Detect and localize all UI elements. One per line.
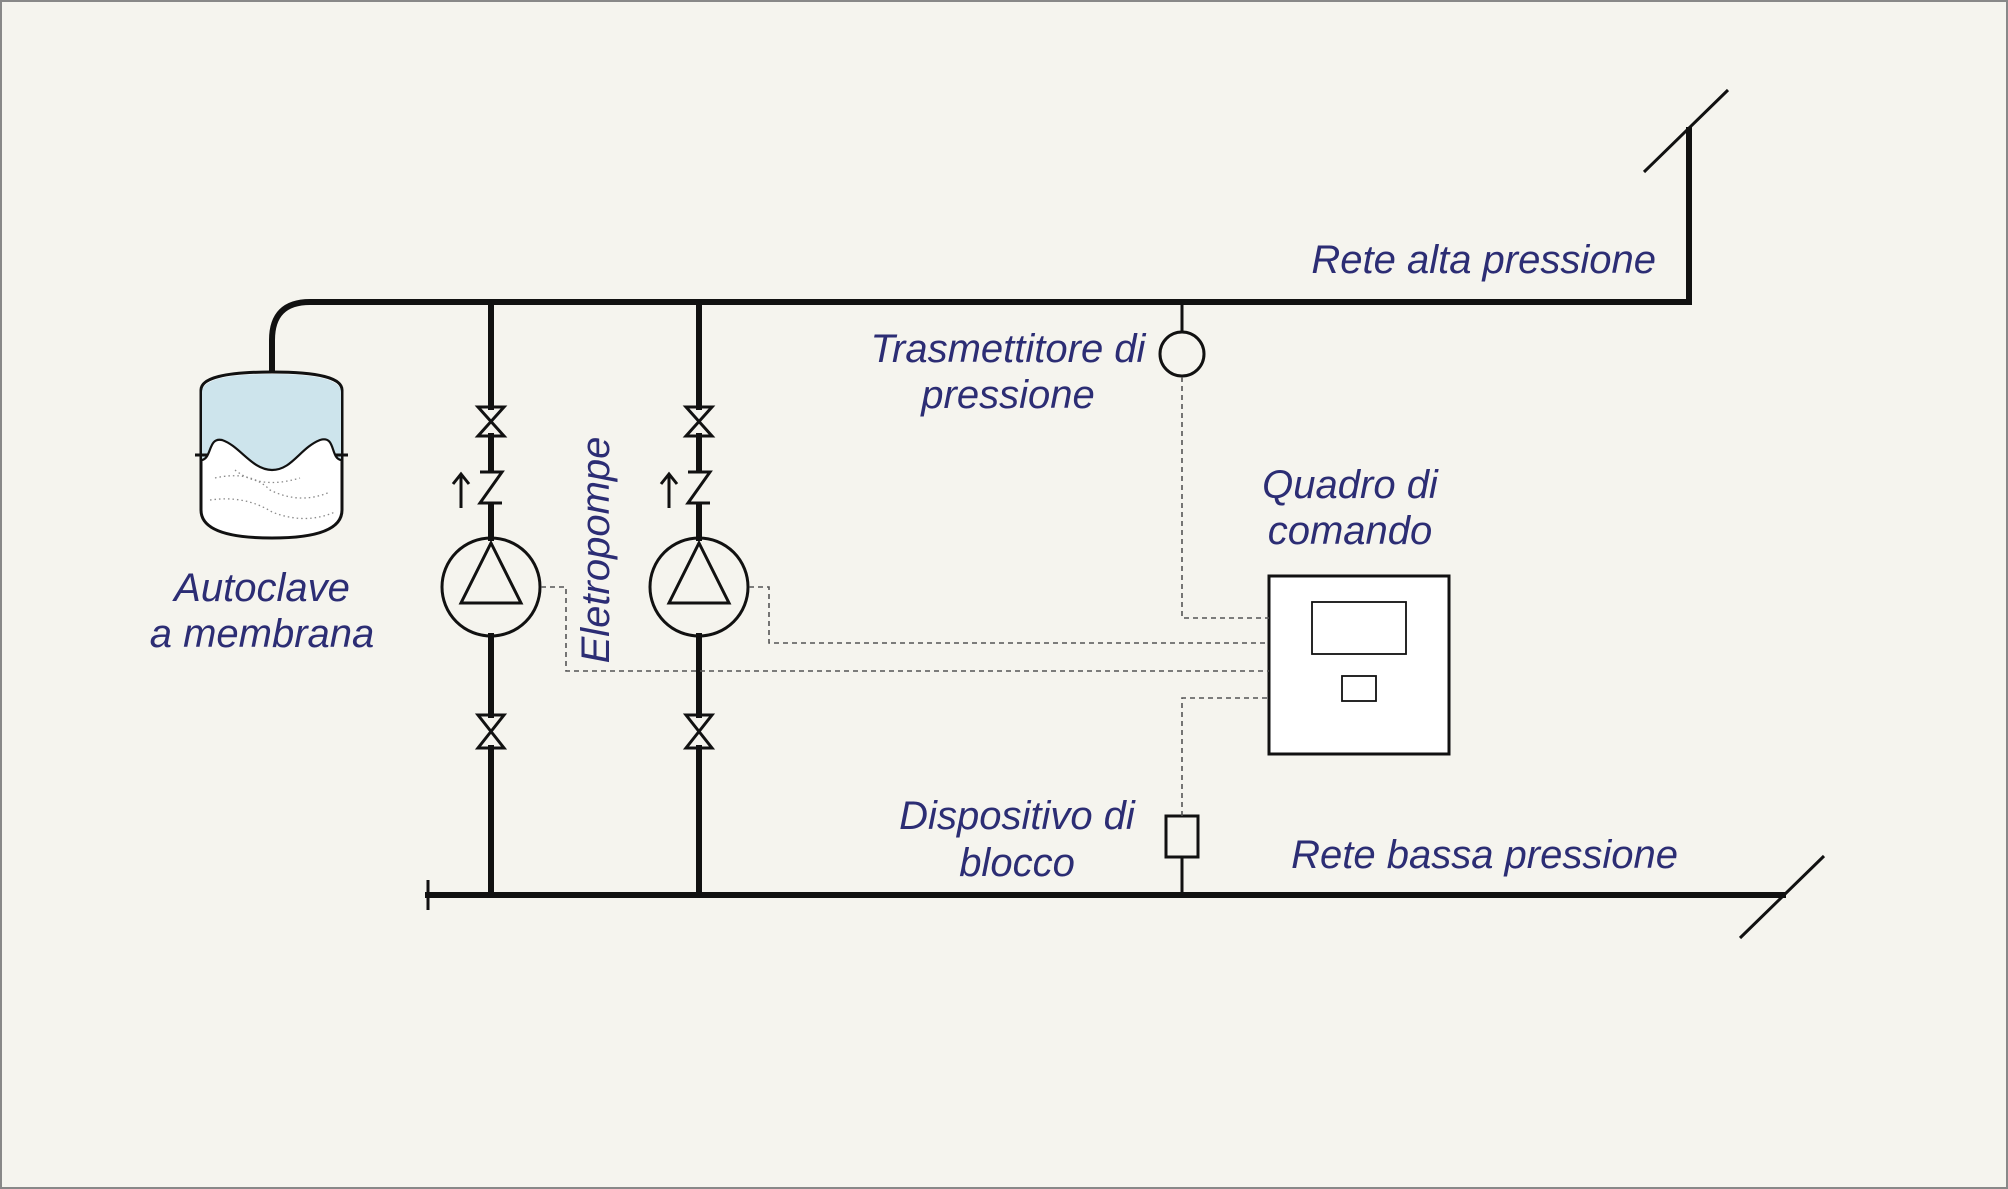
panel-display — [1311, 601, 1407, 655]
membrane-tank — [195, 370, 348, 540]
label-transmitter-line1: Trasmettitore di — [871, 327, 1147, 371]
signal-line-pump-1 — [541, 586, 1269, 672]
low-pressure-break-mark — [1738, 854, 1826, 940]
control-panel — [1267, 574, 1451, 756]
label-tank-line1: Autoclave — [172, 566, 350, 610]
label-lock-line2: blocco — [959, 841, 1075, 885]
gate-valve-icon — [682, 405, 716, 438]
check-valve-icon — [477, 470, 505, 505]
high-pressure-break-mark — [1642, 88, 1730, 174]
pressure-transmitter-icon — [1158, 330, 1206, 378]
label-pumps: Eletropompe — [574, 437, 618, 664]
label-low-network: Rete bassa pressione — [1291, 833, 1678, 877]
label-transmitter-line2: pressione — [920, 373, 1094, 417]
high-pressure-pipe — [269, 127, 1692, 373]
signal-line-transmitter — [1181, 377, 1269, 619]
signal-line-pump-2 — [749, 586, 1269, 644]
label-high-network: Rete alta pressione — [1311, 238, 1656, 282]
label-tank-line2: a membrana — [150, 612, 375, 656]
flow-arrow-icon — [451, 471, 471, 508]
pump-icon — [440, 536, 542, 638]
panel-button — [1341, 675, 1377, 702]
gate-valve-icon — [682, 713, 716, 750]
pump-branch-1 — [440, 299, 542, 898]
label-panel-line2: comando — [1268, 509, 1433, 553]
gate-valve-icon — [474, 713, 508, 750]
signal-line-lock — [1181, 697, 1269, 816]
label-panel-line1: Quadro di — [1262, 463, 1439, 507]
check-valve-icon — [685, 470, 713, 505]
gate-valve-icon — [474, 405, 508, 438]
pump-branch-2 — [648, 299, 750, 898]
pump-icon — [648, 536, 750, 638]
flow-arrow-icon — [659, 471, 679, 508]
label-lock-line1: Dispositivo di — [899, 794, 1136, 838]
